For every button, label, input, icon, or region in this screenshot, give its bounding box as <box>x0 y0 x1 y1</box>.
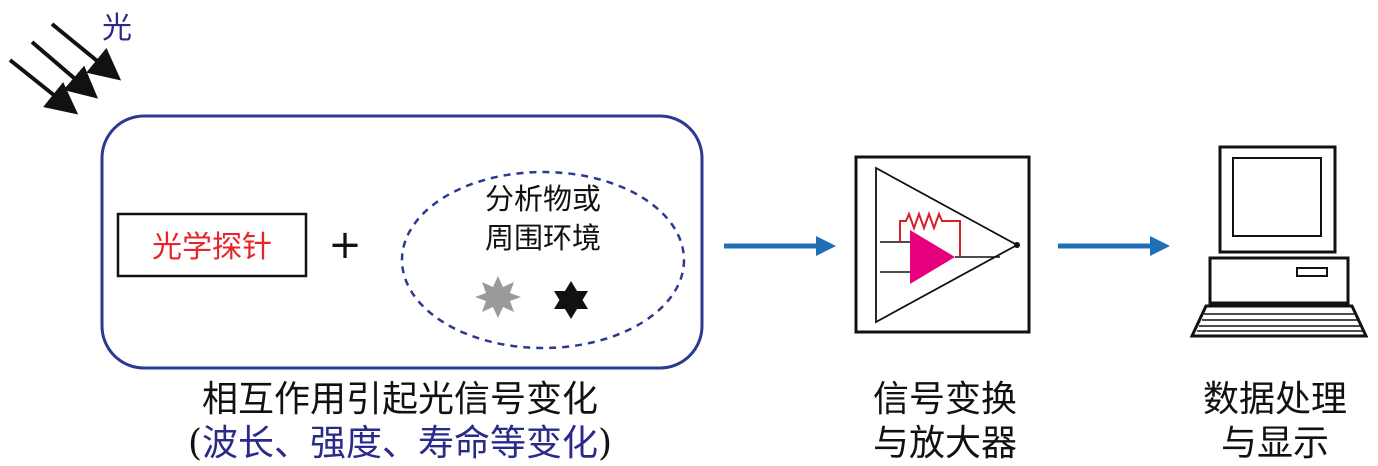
probe-label: 光学探针 <box>152 230 272 265</box>
light-rays-icon <box>8 22 122 115</box>
amplifier-icon <box>854 155 1031 334</box>
amplifier-caption-line1: 信号变换 <box>872 379 1017 420</box>
interaction-frame <box>100 114 704 370</box>
light-label: 光 <box>102 11 132 46</box>
gray-burst-star-icon <box>475 276 521 318</box>
open-paren: ( <box>187 423 202 464</box>
interaction-caption-line2: (波长、强度、寿命等变化) <box>140 422 660 466</box>
plus-sign: + <box>328 222 362 268</box>
interaction-caption: 相互作用引起光信号变化 (波长、强度、寿命等变化) <box>140 378 660 466</box>
amplifier-caption: 信号变换 与放大器 <box>860 378 1030 466</box>
probe-box <box>116 212 308 278</box>
processing-caption: 数据处理 与显示 <box>1190 378 1360 466</box>
processing-caption-line1: 数据处理 <box>1202 379 1347 420</box>
analyte-environment-ellipse <box>400 170 686 350</box>
analyte-label-line2: 周围环境 <box>485 221 601 255</box>
computer-icon <box>1189 145 1369 338</box>
flow-arrow-1 <box>724 236 836 256</box>
interaction-caption-detail: 波长、强度、寿命等变化 <box>201 423 598 464</box>
flow-arrow-2 <box>1058 236 1170 256</box>
black-hexagram-star-icon <box>554 281 588 319</box>
amplifier-caption-line2: 与放大器 <box>872 423 1017 464</box>
interaction-caption-line1: 相互作用引起光信号变化 <box>201 379 598 420</box>
analyte-label-line1: 分析物或 <box>485 182 601 216</box>
close-paren: ) <box>598 423 613 464</box>
processing-caption-line2: 与显示 <box>1220 423 1329 464</box>
